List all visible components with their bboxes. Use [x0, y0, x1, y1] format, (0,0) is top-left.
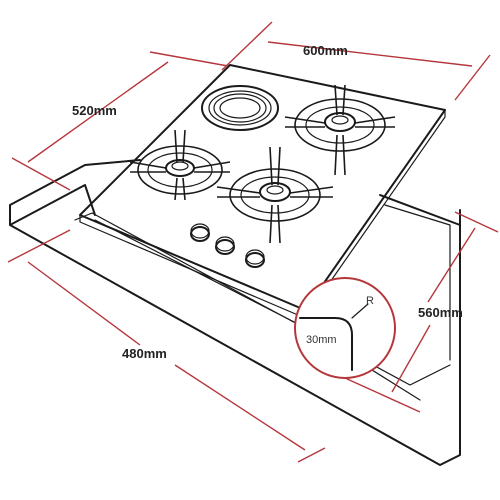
radius-label: R — [366, 295, 374, 307]
width-dimension-line — [267, 41, 473, 67]
corner-radius-curve — [299, 317, 353, 371]
control-knob-icon — [245, 249, 265, 268]
cooktop — [79, 64, 446, 319]
cutout-depth-line-a — [427, 227, 476, 303]
control-knob-icon — [190, 223, 210, 242]
control-knobs — [190, 223, 265, 268]
countertop-outline — [9, 159, 461, 466]
depth-extension-top — [149, 51, 229, 67]
gas-burner-icon — [216, 146, 334, 244]
countertop-back-edge — [379, 194, 461, 226]
gas-burner-icon — [129, 129, 231, 201]
cutout-depth-extension-bottom — [344, 377, 421, 413]
cutout-depth-line-b — [391, 324, 431, 393]
control-knob-icon — [215, 236, 235, 255]
width-extension-right — [454, 54, 491, 101]
electric-hotplate-icon — [201, 85, 279, 131]
depth-extension-bottom — [11, 157, 71, 191]
countertop-front-edge — [9, 184, 96, 226]
gas-burner-icon — [284, 84, 396, 176]
detail-circle — [294, 277, 396, 379]
cutout-width-label: 480mm — [122, 346, 167, 361]
cutout-width-line-b — [174, 364, 306, 451]
cutout-depth-extension-top — [454, 211, 499, 233]
corner-label: 30mm — [306, 334, 337, 346]
cutout-width-line-a — [27, 261, 141, 346]
depth-label: 520mm — [72, 103, 117, 118]
width-label: 600mm — [303, 43, 348, 58]
cutout-depth-label: 560mm — [418, 305, 463, 320]
radius-leader — [351, 303, 369, 319]
width-extension-left — [221, 21, 273, 71]
depth-dimension-line — [27, 61, 169, 163]
corner-detail: R 30mm — [294, 277, 396, 379]
cutout-width-extension-right — [297, 447, 326, 463]
cutout-width-extension-left — [7, 229, 71, 263]
dimension-lines — [7, 21, 499, 463]
